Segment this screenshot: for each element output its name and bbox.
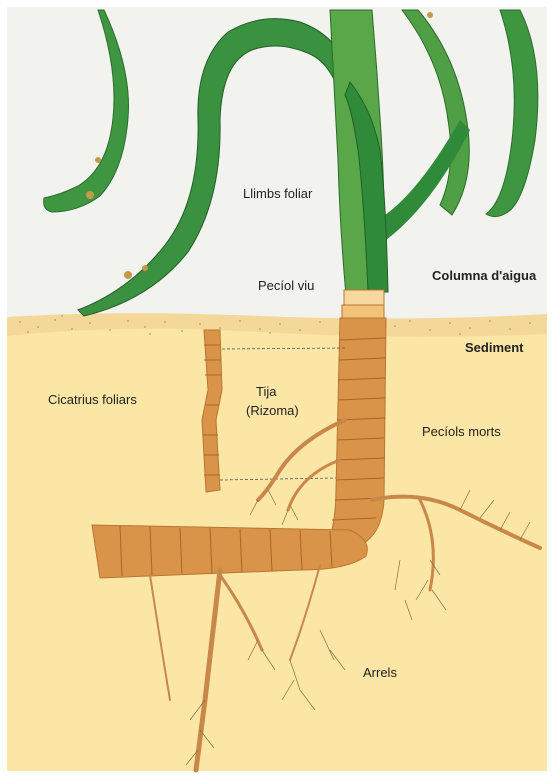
leaf-blades-label: Llimbs foliar [243, 186, 312, 201]
leaf-scars-label: Cicatrius foliars [48, 392, 137, 407]
epiphyte-icon [124, 271, 132, 279]
rhizome-label: (Rizoma) [246, 403, 299, 418]
epiphyte-icon [95, 157, 101, 163]
dead-petioles-label: Pecíols morts [422, 424, 501, 439]
water-column-label: Columna d'aigua [432, 268, 536, 283]
epiphyte-icon [427, 12, 433, 18]
stem-label: Tija [256, 384, 276, 399]
roots-label: Arrels [363, 665, 397, 680]
epiphyte-icon [142, 265, 148, 271]
sediment-label: Sediment [465, 340, 524, 355]
live-petiole-sheath [342, 290, 384, 319]
epiphyte-icon [86, 191, 94, 199]
live-petiole-label: Pecíol viu [258, 278, 314, 293]
